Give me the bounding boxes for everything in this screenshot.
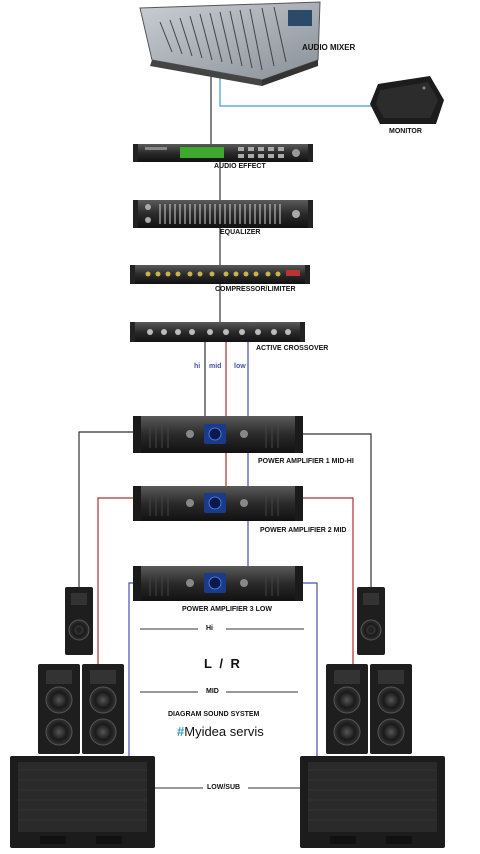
power-amplifier-3 xyxy=(133,566,303,601)
cables xyxy=(78,75,380,789)
channel-low-label: low xyxy=(234,363,246,370)
active-crossover-device xyxy=(130,322,305,342)
zone-hi-label: Hi xyxy=(206,625,213,632)
equalizer-device xyxy=(133,200,313,228)
zone-lr-label: L / R xyxy=(204,656,242,671)
power-amplifier-2 xyxy=(133,486,303,521)
active-crossover-label: ACTIVE CROSSOVER xyxy=(256,345,329,352)
compressor-limiter-device xyxy=(130,265,310,284)
power-amplifier-3-label: POWER AMPLIFIER 3 LOW xyxy=(182,606,272,613)
mid-speakers-right xyxy=(326,664,412,754)
equalizer-label: EQUALIZER xyxy=(220,229,261,236)
power-amplifier-1-label: POWER AMPLIFIER 1 MID-HI xyxy=(258,458,354,465)
brand-logo: #Myidea servis xyxy=(177,724,264,739)
subwoofer-left xyxy=(10,756,155,848)
hi-speaker-right xyxy=(357,587,385,655)
hi-speaker-left xyxy=(65,587,93,655)
audio-mixer-label: AUDIO MIXER xyxy=(302,43,356,52)
channel-hi-label: hi xyxy=(194,363,201,370)
subwoofer-right xyxy=(300,756,445,848)
audio-effect-device xyxy=(133,144,313,162)
brand-hash: # xyxy=(177,724,185,739)
power-amplifier-2-label: POWER AMPLIFIER 2 MID xyxy=(260,527,347,534)
audio-mixer-device xyxy=(139,1,321,86)
zone-mid-label: MID xyxy=(206,688,219,695)
mid-speakers-left xyxy=(38,664,124,754)
channel-mid-label: mid xyxy=(209,363,222,370)
brand-name: Myidea servis xyxy=(184,724,264,739)
monitor-speaker xyxy=(370,76,444,124)
compressor-limiter-label: COMPRESSOR/LIMITER xyxy=(215,286,296,293)
power-amplifier-1 xyxy=(133,416,303,453)
diagram-caption: DIAGRAM SOUND SYSTEM xyxy=(168,711,260,718)
zone-low-sub-label: LOW/SUB xyxy=(207,784,241,791)
monitor-label: MONITOR xyxy=(389,128,422,135)
audio-effect-label: AUDIO EFFECT xyxy=(214,163,266,170)
